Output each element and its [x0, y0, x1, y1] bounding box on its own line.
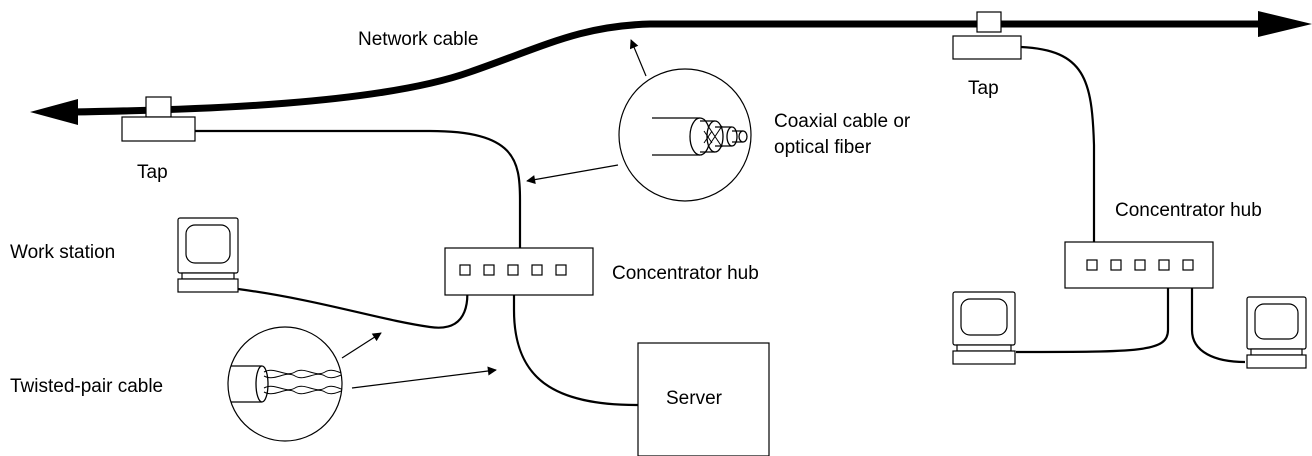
twisted-pair-icon [227, 326, 343, 442]
arrow-icon [341, 332, 382, 359]
cable-workstation-to-hub [237, 274, 469, 329]
hub-port [1182, 259, 1194, 271]
server-label: Server [666, 388, 723, 409]
cable-tap-right-to-hub [1020, 45, 1096, 243]
hub-port [483, 264, 495, 276]
hub-port [459, 264, 471, 276]
tap-right [952, 11, 1022, 60]
concentrator-hub-center-label: Concentrator hub [612, 263, 759, 284]
work-station-label: Work station [10, 242, 115, 263]
network-cable [30, 11, 1312, 125]
concentrator-hub-right [1064, 241, 1214, 289]
arrow-icon [351, 366, 497, 389]
hub-port [555, 264, 567, 276]
arrow-icon [1258, 11, 1312, 37]
monitor-icon [952, 291, 1016, 365]
tap-left-label: Tap [137, 162, 168, 183]
cable-hub-to-workstation-a [1015, 277, 1170, 354]
arrow-icon [526, 164, 619, 185]
hub-port [531, 264, 543, 276]
arrow-icon [629, 39, 647, 77]
hub-port [507, 264, 519, 276]
arrow-icon [30, 99, 78, 125]
pointer-arrows [341, 39, 647, 389]
hub-port [1110, 259, 1122, 271]
cable-hub-to-server [512, 275, 639, 407]
cable-tap-left-to-hub [195, 129, 522, 250]
network-cable-label: Network cable [358, 29, 478, 50]
concentrator-hub-center [444, 247, 594, 296]
concentrator-hub-right-label: Concentrator hub [1115, 200, 1262, 221]
hub-port [1158, 259, 1170, 271]
coaxial-cable-icon [618, 68, 752, 202]
monitor-icon [177, 217, 239, 293]
coaxial-cable-label-line2: optical fiber [774, 137, 872, 158]
hub-port [1134, 259, 1146, 271]
tap-right-label: Tap [968, 78, 999, 99]
cables [195, 45, 1246, 407]
tap-left [121, 96, 196, 142]
coaxial-cable-label-line1: Coaxial cable or [774, 111, 911, 132]
twisted-pair-cable-label: Twisted-pair cable [10, 376, 163, 397]
hub-port [1086, 259, 1098, 271]
cable-hub-to-workstation-b [1190, 277, 1246, 364]
monitor-icon [1246, 296, 1307, 369]
server-box [637, 342, 770, 456]
